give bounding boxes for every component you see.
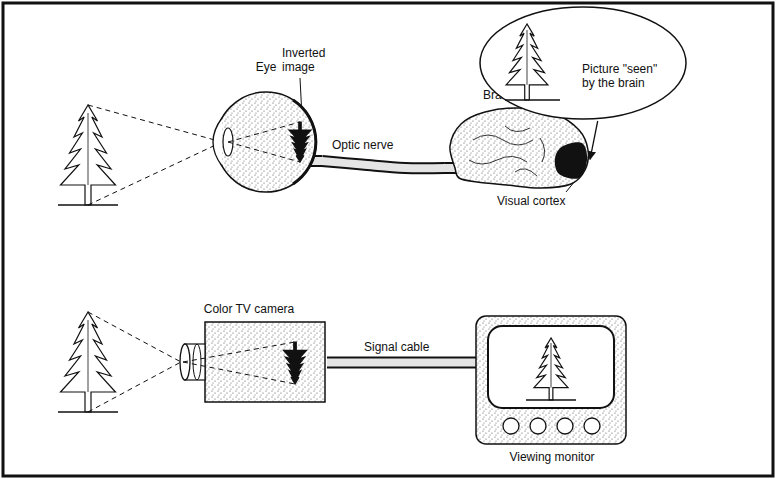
eye-drawing: [213, 92, 323, 192]
node-label: Eye: [256, 60, 277, 74]
edge-label: Signal cable: [362, 340, 431, 354]
node-label: Viewing monitor: [509, 450, 594, 464]
control-knob: [557, 418, 573, 434]
brain-outline: [450, 108, 588, 188]
monitor-cabinet: [476, 316, 626, 444]
signal-cable-core: [327, 358, 476, 366]
inverted-image: [283, 342, 306, 384]
control-knob: [584, 418, 600, 434]
visual-cortex: [555, 142, 587, 179]
control-knob: [503, 418, 519, 434]
edge-label-holder: Optic nerve: [330, 138, 395, 152]
node-label: Picture "seen" by the brain: [582, 62, 666, 90]
ground-line: [526, 399, 576, 401]
light-ray: [228, 142, 300, 162]
optic-nerve: [322, 161, 445, 168]
lens-ring: [193, 344, 201, 380]
brain-fold: [540, 138, 545, 162]
control-knob: [530, 418, 546, 434]
tree-axis: [88, 113, 89, 185]
inverted-image: [289, 122, 311, 162]
node-label: Color TV camera: [204, 302, 294, 316]
camera-body: [205, 322, 325, 402]
light-ray: [183, 342, 295, 362]
perceived-picture: Picture "seen" by the brain: [478, 5, 688, 121]
brain-fold: [515, 169, 537, 176]
label-holder: Inverted image: [282, 46, 342, 74]
eye: Eye: [212, 60, 322, 200]
tree-axis: [88, 320, 89, 392]
label-holder: Visual cortex: [497, 194, 565, 208]
edge-label-holder: Signal cable: [362, 340, 431, 354]
frame: [3, 3, 773, 476]
tree-axis: [527, 30, 528, 85]
tree: [61, 105, 116, 205]
signal-cable-sheath: [327, 356, 476, 368]
edge-label: Optic nerve: [330, 138, 395, 152]
light-ray: [88, 142, 222, 205]
tree: [61, 312, 116, 412]
optic-nerve-sheath: [322, 161, 445, 168]
brain-fold: [505, 126, 530, 132]
ground-line: [505, 99, 560, 101]
light-ray: [183, 362, 295, 384]
viewing-monitor: Viewing monitor: [476, 316, 628, 468]
tv-camera-drawing: [180, 322, 325, 402]
light-ray: [88, 312, 181, 362]
tv-camera: Color TV camera: [175, 300, 327, 404]
pointer-arrow-line: [590, 121, 598, 159]
tree: [506, 24, 548, 100]
monitor-screen: [488, 326, 614, 408]
light-ray: [228, 122, 300, 142]
viewing-monitor-shape: [476, 316, 628, 468]
brain-fold: [473, 135, 533, 145]
scene: [58, 105, 222, 412]
brain-drawing: [444, 108, 588, 188]
light-ray: [88, 105, 222, 142]
eyeball: [216, 92, 316, 192]
light-ray: [88, 362, 181, 412]
callout-label: Inverted image: [282, 46, 342, 74]
callout-label: Visual cortex: [497, 194, 565, 208]
tree-axis: [551, 343, 552, 388]
viewing-monitor-drawing: [476, 316, 626, 444]
perceived-picture-drawing: [480, 7, 686, 119]
tree: [534, 338, 568, 400]
optic-nerve-core: [322, 161, 445, 168]
eye-shape: [212, 60, 322, 200]
picture-outline: [480, 7, 686, 119]
signal-cable: [327, 362, 476, 363]
cornea: [213, 118, 222, 166]
brain-fold: [469, 156, 527, 164]
pointer-arrow: [590, 121, 598, 159]
